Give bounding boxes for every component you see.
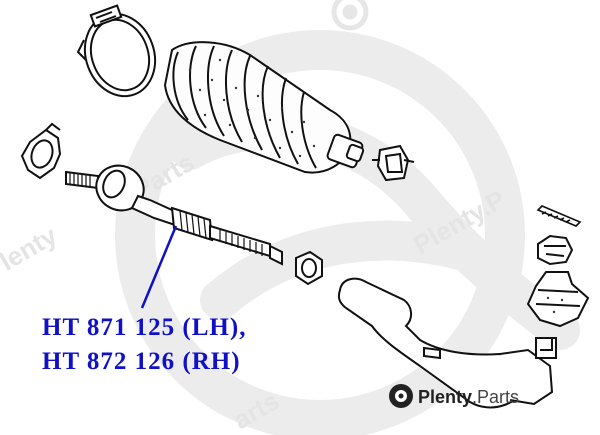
watermark-logo-top xyxy=(331,0,369,31)
steering-rack-boot xyxy=(163,41,365,174)
ball-joint-seal xyxy=(526,271,590,328)
brand-text: Plenty.Parts xyxy=(418,387,519,408)
cotter-pin xyxy=(536,205,582,227)
lock-washer xyxy=(20,122,62,180)
hex-nut xyxy=(295,250,323,286)
plenty-parts-logo-icon xyxy=(389,384,413,408)
brand-suffix: .Parts xyxy=(472,386,520,407)
brand-watermark: Plenty.Parts xyxy=(418,384,519,410)
brand-name: Plenty xyxy=(418,386,473,407)
outer-tie-rod-end xyxy=(337,277,557,409)
leader-line xyxy=(140,225,178,309)
part-number-rh: HT 872 126 (RH) xyxy=(42,348,241,375)
part-number-lh: HT 871 125 (LH), xyxy=(42,314,247,341)
hose-clamp xyxy=(76,4,157,98)
svg-text:Plenty: Plenty xyxy=(0,220,62,285)
castle-nut xyxy=(537,234,574,266)
inner-tie-rod xyxy=(65,164,283,266)
boot-clip xyxy=(372,144,415,182)
